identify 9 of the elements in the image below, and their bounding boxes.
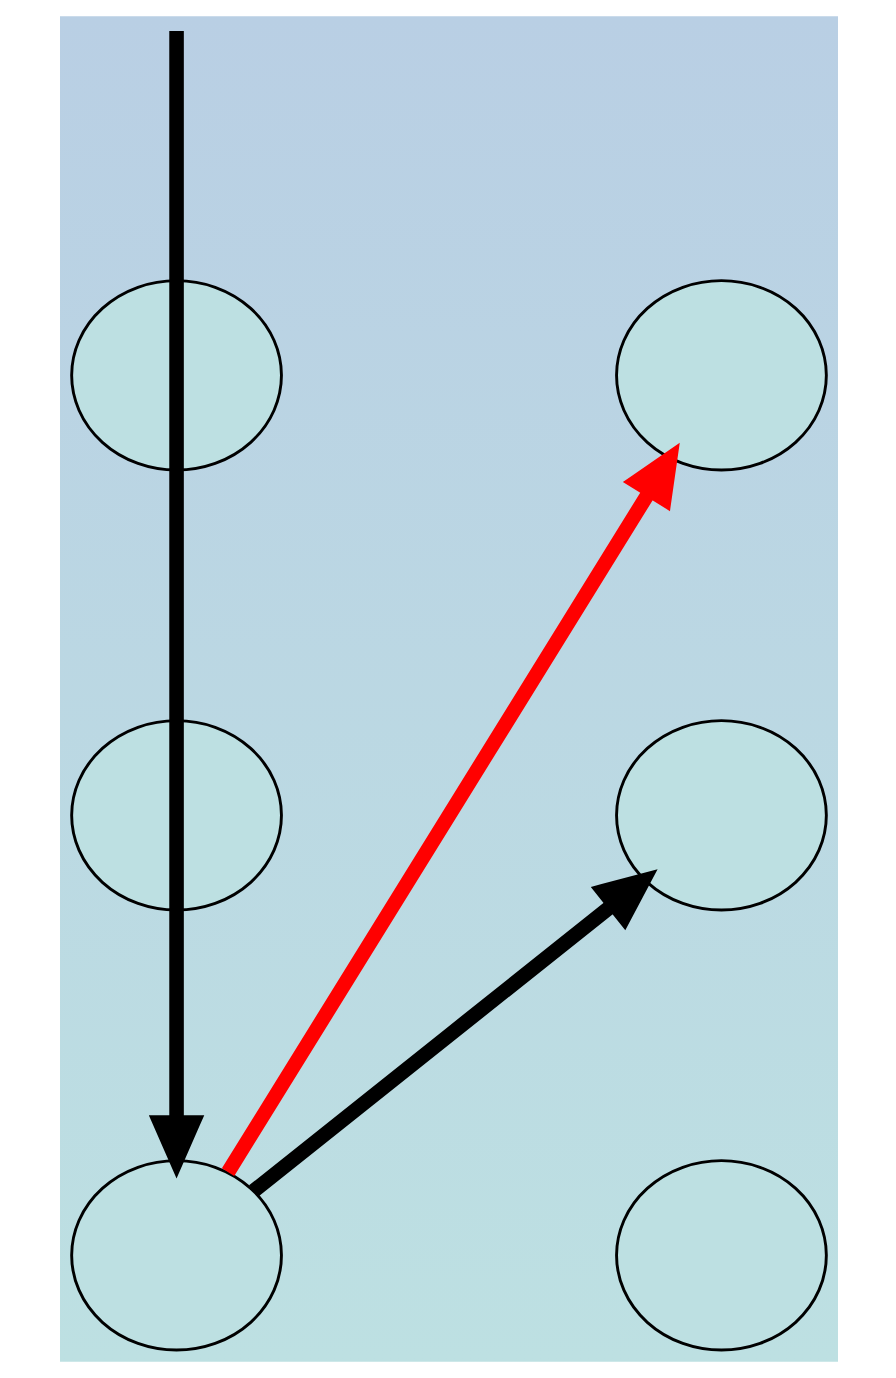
node-circle	[614, 279, 827, 472]
node-circle	[69, 719, 282, 912]
node-circle	[69, 1159, 282, 1352]
arrow	[147, 31, 204, 1179]
node-circle	[614, 1159, 827, 1352]
arrow	[220, 442, 679, 1176]
arrow	[248, 869, 657, 1197]
node-circle	[614, 719, 827, 912]
node-circle	[69, 279, 282, 472]
